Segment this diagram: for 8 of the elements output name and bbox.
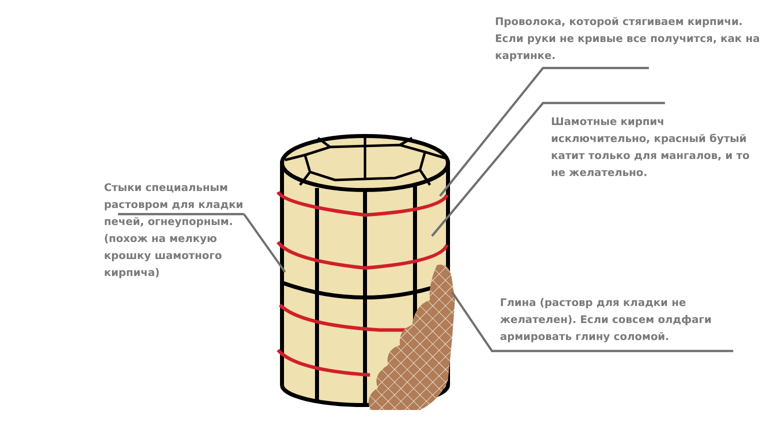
callout-text: Стыки специальным растовром для кладки печей, огнеупорным. (похож на мелкую крошку шамотного кирпича)	[104, 181, 244, 281]
leader-line	[431, 102, 665, 237]
leader-line	[439, 66, 649, 197]
callout-text: Шамотные кирпич исключительно, красный бутый катит только для мангалов, и то не желательно.	[551, 115, 751, 181]
leader-line	[116, 213, 286, 274]
callout-text: Глина (растовр для кладки не желателен). Если совсем олдфаги армировать глину соломой.	[500, 296, 713, 345]
callout-text: Проволока, которой стягиваем кирпичи. Если руки не кривые все получится, как на картинке.	[495, 15, 761, 64]
leader-line	[451, 291, 734, 352]
